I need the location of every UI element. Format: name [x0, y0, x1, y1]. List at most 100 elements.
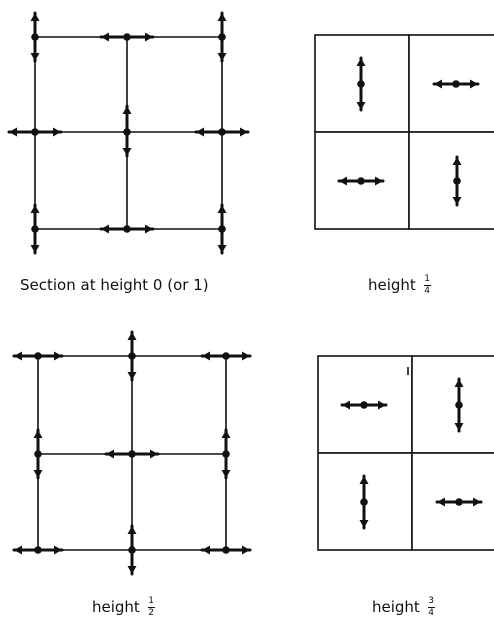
spin-arrow — [12, 351, 64, 361]
spin-arrow — [452, 155, 462, 207]
arrowhead — [242, 351, 250, 361]
spin-arrow — [99, 224, 155, 234]
spin-arrow — [104, 449, 160, 459]
arrowhead — [437, 497, 445, 507]
atom-dot — [222, 352, 230, 360]
arrowhead — [196, 127, 204, 137]
atom-dot — [128, 352, 136, 360]
panel-height-half — [12, 330, 252, 576]
arrowhead — [150, 449, 158, 459]
atom-dot — [123, 225, 131, 233]
spin-arrow — [12, 545, 64, 555]
spin-arrow — [99, 32, 155, 42]
atom-dot — [34, 352, 42, 360]
fraction: 1 2 — [147, 597, 155, 618]
arrowhead — [217, 13, 227, 21]
cell-boxes — [314, 34, 494, 230]
atom-dot — [453, 177, 461, 185]
spin-arrow — [33, 428, 43, 480]
caption-prefix: height — [372, 598, 420, 616]
arrowhead — [339, 176, 347, 186]
atom-dot — [31, 33, 39, 41]
spin-arrow — [217, 11, 227, 63]
atom-dot — [222, 450, 230, 458]
arrowhead — [127, 372, 137, 380]
spin-arrow — [359, 474, 369, 530]
arrowhead — [217, 245, 227, 253]
atom-dot — [34, 546, 42, 554]
arrowhead — [30, 245, 40, 253]
atom-dot — [218, 225, 226, 233]
arrowhead — [106, 449, 114, 459]
arrowhead — [127, 566, 137, 574]
arrowhead — [434, 79, 442, 89]
atom-dot — [218, 33, 226, 41]
spin-arrow — [337, 176, 385, 186]
caption-height-three-quarter: height 3 4 — [372, 597, 435, 618]
arrowhead — [127, 332, 137, 340]
arrowhead — [122, 106, 132, 114]
spin-arrows — [12, 330, 252, 576]
arrowhead — [221, 430, 231, 438]
atom-dot — [360, 401, 368, 409]
arrowhead — [359, 520, 369, 528]
cell-boxes — [317, 355, 494, 551]
atom-dot — [455, 401, 463, 409]
spin-arrow — [194, 127, 250, 137]
fraction-numerator: 1 — [424, 274, 430, 284]
arrowhead — [452, 157, 462, 165]
atom-dot — [123, 128, 131, 136]
spin-arrows — [7, 11, 250, 255]
spin-arrow — [127, 330, 137, 382]
spin-arrow — [356, 56, 366, 112]
arrowhead — [375, 176, 383, 186]
fraction-denominator: 4 — [424, 286, 430, 296]
arrowhead — [217, 205, 227, 213]
arrowhead — [202, 351, 210, 361]
spin-arrow — [340, 400, 388, 410]
atom-dot — [128, 450, 136, 458]
arrowhead — [356, 102, 366, 110]
spin-arrow — [217, 203, 227, 255]
atom-dot — [31, 128, 39, 136]
fraction-denominator: 2 — [148, 608, 154, 618]
arrowhead — [122, 148, 132, 156]
spin-arrow — [7, 127, 63, 137]
atom-dot — [452, 80, 460, 88]
panel-height-0 — [7, 11, 250, 255]
fraction: 1 4 — [423, 274, 431, 296]
arrowhead — [54, 351, 62, 361]
arrowhead — [454, 423, 464, 431]
caption-height-0: Section at height 0 (or 1) — [20, 278, 209, 293]
arrowhead — [359, 476, 369, 484]
atom-dot — [34, 450, 42, 458]
arrowhead — [240, 127, 248, 137]
arrowhead — [378, 400, 386, 410]
atom-dot — [455, 498, 463, 506]
atom-dot — [31, 225, 39, 233]
spin-arrows — [340, 377, 483, 530]
arrowhead — [145, 32, 153, 42]
fraction: 3 4 — [427, 597, 435, 618]
spin-arrow — [200, 351, 252, 361]
arrowhead — [217, 53, 227, 61]
spin-arrows — [337, 56, 480, 207]
arrowhead — [9, 127, 17, 137]
atom-dot — [218, 128, 226, 136]
spin-arrow — [30, 11, 40, 63]
arrowhead — [101, 32, 109, 42]
panel-height-quarter — [314, 34, 494, 230]
spin-arrow — [30, 203, 40, 255]
arrowhead — [54, 545, 62, 555]
panel-height-three-quarter — [317, 355, 494, 551]
spin-arrow — [122, 104, 132, 158]
atom-dot — [357, 80, 365, 88]
arrowhead — [221, 470, 231, 478]
arrowhead — [30, 53, 40, 61]
spin-arrow — [454, 377, 464, 433]
arrowhead — [454, 379, 464, 387]
caption-height-half: height 1 2 — [92, 597, 155, 618]
atom-dot — [222, 546, 230, 554]
caption-prefix: height — [92, 598, 140, 616]
